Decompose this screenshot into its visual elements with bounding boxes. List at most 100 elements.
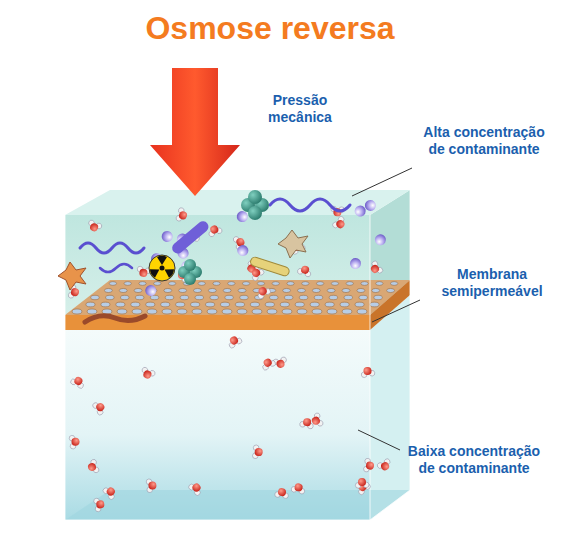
membrane-pore <box>295 302 304 307</box>
membrane-pore <box>228 282 235 286</box>
membrane-pore <box>280 302 289 307</box>
membrane-pore <box>222 309 232 314</box>
membrane-pore <box>340 302 349 307</box>
membrane-pore <box>252 309 262 314</box>
membrane-pore <box>191 302 200 307</box>
membrane-pore <box>104 288 112 292</box>
water-molecule <box>331 215 348 232</box>
membrane-pore <box>387 288 395 292</box>
water-molecule <box>291 482 306 495</box>
contaminants <box>58 190 350 322</box>
membrane-pore <box>357 288 365 292</box>
membrane-pore <box>116 302 125 307</box>
water-molecule <box>252 445 263 460</box>
water-molecule <box>175 207 188 223</box>
water-molecule <box>299 417 314 429</box>
membrane-pore <box>257 282 264 286</box>
membrane-pore <box>361 282 368 286</box>
membrane-pore <box>272 282 279 286</box>
membrane-top <box>65 280 410 315</box>
membrane-pore <box>283 288 291 292</box>
membrane-pore <box>238 288 246 292</box>
membrane-pore <box>119 288 127 292</box>
membrane-pore <box>139 282 146 286</box>
water-molecule <box>146 478 157 492</box>
membrane-pore <box>106 295 115 299</box>
water-molecule <box>140 367 156 381</box>
membrane-pore <box>284 295 293 299</box>
contaminant-particle <box>348 256 364 272</box>
leader-lines <box>352 168 420 450</box>
membrane-pore <box>327 288 335 292</box>
membrane-pore <box>195 295 204 299</box>
membrane-pore <box>206 302 215 307</box>
membrane-pore <box>297 309 307 314</box>
water-molecule <box>86 219 102 233</box>
callout-label: Alta concentração de contaminante <box>418 124 550 158</box>
membrane-pore <box>223 288 231 292</box>
water-molecule <box>226 334 243 349</box>
membrane-pore <box>213 282 220 286</box>
contaminant-particle <box>353 204 368 219</box>
membrane-pore <box>346 282 353 286</box>
water-molecule <box>102 484 118 501</box>
membrane-pore <box>165 295 174 299</box>
membrane-pore <box>270 295 279 299</box>
membrane-pore <box>194 288 202 292</box>
water-molecule <box>355 478 369 488</box>
water-molecule <box>376 458 393 473</box>
membrane-pore <box>117 309 127 314</box>
water-molecule <box>360 366 375 378</box>
cube-edges <box>65 190 410 520</box>
membrane-pore <box>344 295 353 299</box>
membrane-pore <box>146 302 155 307</box>
water-molecule <box>297 264 313 278</box>
diagram-title: Osmose reversa <box>0 10 540 47</box>
callout-label: Pressão mecânica <box>250 92 350 126</box>
membrane-pore <box>168 282 175 286</box>
membrane-pore <box>208 288 216 292</box>
membrane-pore <box>210 295 219 299</box>
membrane-front <box>65 315 370 330</box>
water-molecule <box>86 459 100 475</box>
membrane-pore <box>87 309 97 314</box>
water-molecule <box>363 458 375 473</box>
membrane-pore <box>312 309 322 314</box>
membrane-pore <box>357 309 367 314</box>
membrane-pore <box>391 282 398 286</box>
membrane-pore <box>329 295 338 299</box>
callout-label: Membrana semipermeável <box>424 266 560 300</box>
membrane-pore <box>192 309 202 314</box>
membrane-pore <box>235 302 244 307</box>
membrane-pore <box>91 295 100 299</box>
water-molecule <box>188 480 205 496</box>
membrane-pore <box>179 288 187 292</box>
membrane-pore <box>164 288 172 292</box>
membrane-pore <box>372 288 380 292</box>
membrane-pore <box>312 288 320 292</box>
membrane-pore <box>265 302 274 307</box>
membrane-pore <box>198 282 205 286</box>
membrane-pore <box>220 302 229 307</box>
membrane-pore <box>162 309 172 314</box>
membrane-pores <box>72 282 398 314</box>
water-molecule <box>69 435 80 450</box>
contaminant-particle <box>374 233 387 246</box>
membrane-pore <box>180 295 189 299</box>
membrane-side <box>370 280 410 330</box>
contaminant-particle <box>160 229 175 244</box>
contaminant-particle <box>236 243 250 257</box>
membrane-pore <box>147 309 157 314</box>
membrane-pore <box>124 282 131 286</box>
water-molecule <box>93 497 105 512</box>
membrane-pore <box>132 309 142 314</box>
membrane-pore <box>327 309 337 314</box>
water-molecule <box>255 284 272 300</box>
water-molecule <box>260 356 277 371</box>
molecules <box>68 198 393 512</box>
membrane-pore <box>331 282 338 286</box>
water-molecule <box>274 487 289 499</box>
membrane-pore <box>161 302 170 307</box>
water-molecule <box>368 260 384 277</box>
membrane-pore <box>298 288 306 292</box>
